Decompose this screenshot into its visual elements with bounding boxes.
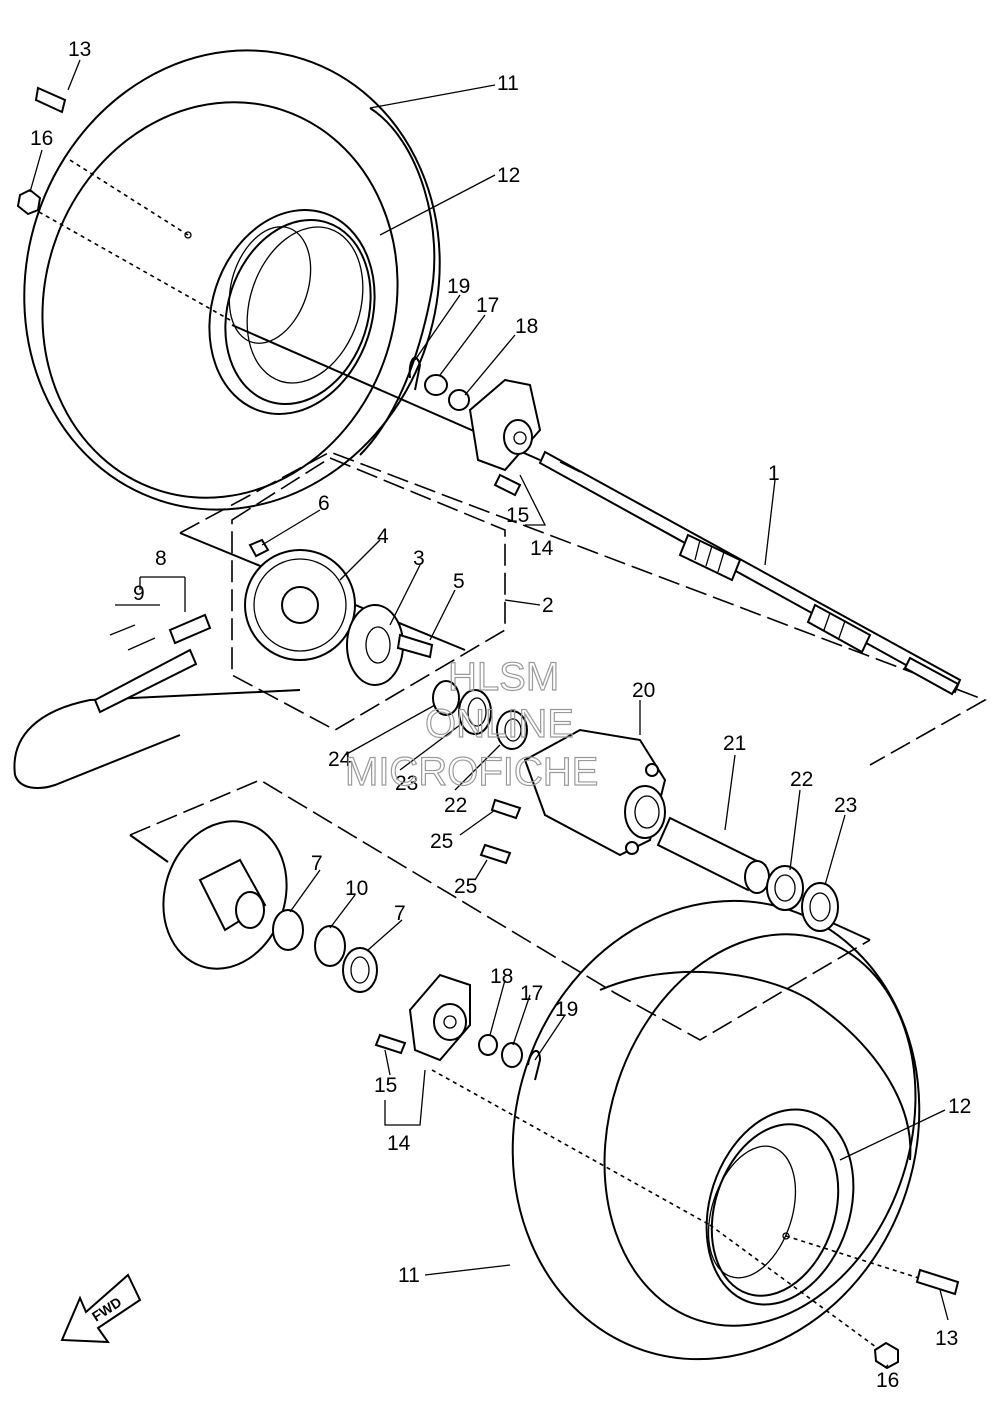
tire-tread-edge — [599, 970, 912, 1161]
bearing-set-lower-right[interactable] — [766, 865, 839, 932]
callout-9: 9 — [133, 582, 145, 605]
sprocket-assembly[interactable] — [244, 538, 434, 686]
callout-1: 1 — [768, 462, 780, 485]
tire-outer-shell — [511, 899, 921, 1361]
callout-4: 4 — [377, 525, 389, 548]
drive-chain[interactable] — [93, 576, 212, 714]
rim-hub-face — [228, 226, 312, 344]
hub-spacers[interactable] — [272, 909, 378, 993]
callout-19-lower: 19 — [555, 998, 578, 1021]
callout-11-lower: 11 — [398, 1264, 420, 1287]
callout-17-upper: 17 — [476, 294, 499, 317]
callout-19-upper: 19 — [447, 275, 470, 298]
tire-tread-edge — [359, 107, 436, 456]
callout-7-lower: 7 — [394, 902, 406, 925]
callout-13-lower: 13 — [935, 1327, 958, 1350]
callout-12-lower: 12 — [948, 1095, 971, 1118]
callout-15-lower: 15 — [374, 1074, 397, 1097]
callout-22-lower: 22 — [790, 768, 813, 791]
watermark-line-2: ONLINE — [425, 702, 574, 746]
tire-outer-shell — [23, 49, 441, 511]
rim-inner — [710, 1123, 840, 1297]
callout-20: 20 — [632, 679, 655, 702]
callout-3: 3 — [413, 547, 425, 570]
callout-10: 10 — [345, 877, 368, 900]
axle-housing[interactable] — [479, 728, 667, 865]
callout-6: 6 — [318, 492, 330, 515]
valve-and-nut-lower[interactable] — [873, 1268, 960, 1370]
callout-25-lower: 25 — [454, 875, 477, 898]
wheel-bottom-right[interactable] — [454, 848, 978, 1410]
callout-21: 21 — [723, 732, 746, 755]
valve-and-nut-upper[interactable] — [16, 86, 67, 216]
callout-23-upper: 23 — [395, 772, 418, 795]
callout-8: 8 — [155, 547, 167, 570]
callout-5: 5 — [453, 570, 465, 593]
callout-15-upper: 15 — [506, 504, 529, 527]
hub-lower[interactable] — [374, 973, 542, 1081]
callout-22-upper: 22 — [444, 794, 467, 817]
callout-2: 2 — [542, 594, 554, 617]
callout-7-upper: 7 — [311, 852, 323, 875]
rim-inner — [224, 219, 372, 405]
callout-14-upper: 14 — [530, 537, 554, 560]
rim-outer — [208, 209, 376, 415]
callout-13-upper: 13 — [68, 38, 91, 61]
callout-11-upper: 11 — [497, 72, 519, 95]
rim-barrel — [707, 1145, 797, 1279]
watermark: HLSM ONLINE MICROFICHE — [344, 654, 599, 794]
callout-25-upper: 25 — [430, 830, 453, 853]
callout-12-upper: 12 — [497, 164, 520, 187]
callout-24: 24 — [328, 748, 352, 771]
brake-disc[interactable] — [145, 805, 305, 985]
rear-axle[interactable] — [538, 450, 962, 696]
rim-outer — [705, 1108, 855, 1306]
watermark-line-1: HLSM — [448, 655, 559, 699]
callout-numbers: 1 2 3 4 5 6 7 7 8 9 10 11 11 12 12 13 13… — [30, 38, 971, 1392]
callout-16-upper: 16 — [30, 127, 53, 150]
tire-sidewall — [603, 933, 917, 1327]
axle-tube[interactable] — [656, 816, 770, 894]
leader-lines — [29, 59, 949, 1369]
rim-barrel — [246, 226, 364, 384]
callout-23-lower: 23 — [834, 794, 857, 817]
arrow-left-down-icon — [60, 1273, 142, 1344]
callout-16-lower: 16 — [876, 1369, 899, 1392]
tire-sidewall — [41, 101, 399, 499]
fwd-direction-arrow: FWD — [60, 1273, 142, 1344]
callout-14-lower: 14 — [387, 1132, 411, 1155]
wheel-top-left[interactable] — [0, 0, 499, 564]
watermark-line-3: MICROFICHE — [345, 750, 598, 794]
bearing-set-upper[interactable] — [432, 680, 528, 750]
valve-hole — [184, 231, 192, 239]
valve-hole — [782, 1232, 790, 1240]
hub-upper[interactable] — [408, 356, 542, 497]
callout-18-lower: 18 — [490, 965, 513, 988]
callout-18-upper: 18 — [515, 315, 538, 338]
callout-17-lower: 17 — [520, 982, 543, 1005]
